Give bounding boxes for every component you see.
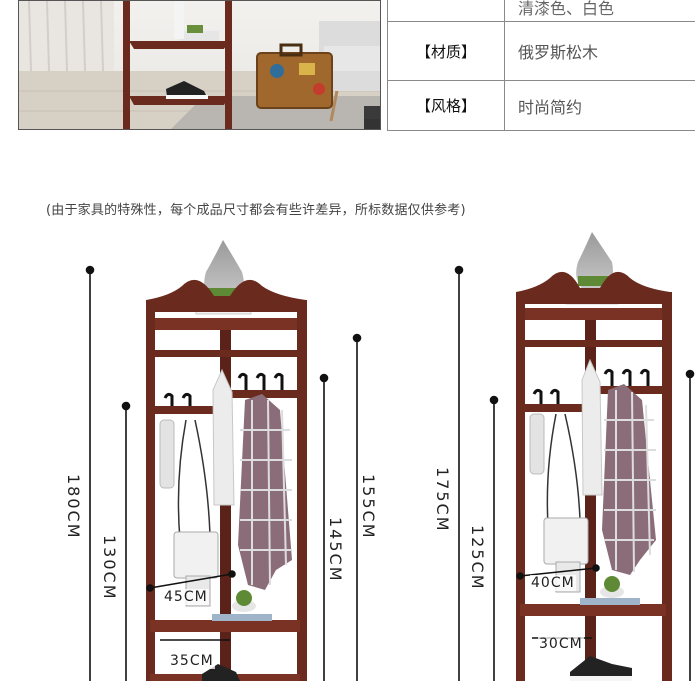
left-total-height-label: 180CM: [64, 474, 83, 540]
left-height-145-label: 145CM: [326, 517, 345, 583]
right-coat-rack: [516, 232, 672, 681]
left-dimension-lines: [85, 265, 362, 681]
right-total-height-label: 175CM: [433, 467, 452, 533]
left-coat-rack: [146, 240, 307, 681]
left-mid-width-label: 45CM: [163, 589, 209, 605]
spec-value: 清漆色、白色: [518, 0, 615, 18]
spec-row-material: 【材质】 俄罗斯松木: [387, 22, 695, 81]
left-height-155-label: 155CM: [359, 474, 378, 540]
spec-label: [388, 0, 505, 21]
spec-row-color: 清漆色、白色: [387, 0, 695, 22]
right-low-width-label: 30CM: [538, 636, 584, 652]
spec-value: 时尚简约: [518, 97, 583, 117]
left-low-width-label: 35CM: [169, 653, 215, 669]
dimension-disclaimer: (由于家具的特殊性，每个成品尺寸都会有些许差异，所标数据仅供参考): [46, 203, 466, 218]
spec-value: 俄罗斯松木: [518, 43, 599, 62]
product-photo: [18, 0, 381, 130]
spec-row-style: 【风格】 时尚简约: [387, 81, 695, 131]
left-height-130-label: 130CM: [100, 535, 119, 601]
right-height-125-label: 125CM: [468, 525, 487, 591]
spec-table: 清漆色、白色 【材质】 俄罗斯松木 【风格】 时尚简约: [387, 0, 695, 131]
room-scene-illustration: [19, 1, 380, 129]
spec-label: 【风格】: [388, 81, 505, 130]
right-mid-width-label: 40CM: [530, 575, 576, 591]
right-dimension-lines: [454, 265, 695, 681]
spec-label: 【材质】: [388, 22, 505, 80]
